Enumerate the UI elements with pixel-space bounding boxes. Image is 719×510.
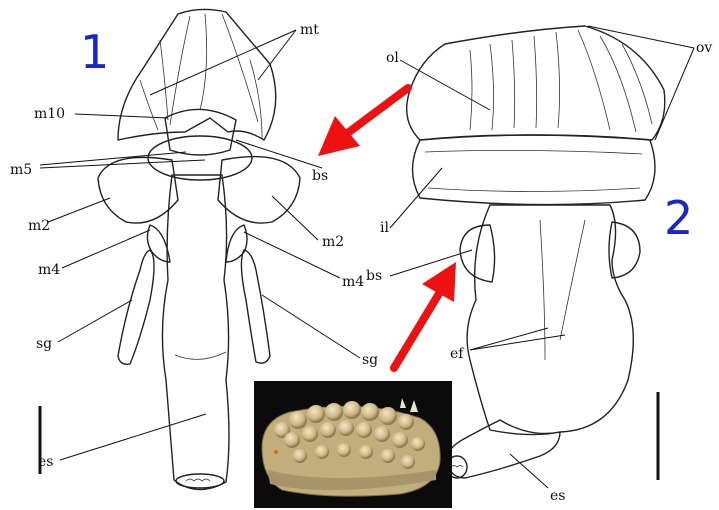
oral-tube: [118, 9, 276, 140]
m2-muscle-right: [218, 157, 300, 223]
label-m10: m10: [34, 106, 65, 122]
label-il: il: [380, 220, 389, 236]
label-mt: mt: [300, 22, 319, 38]
esophagus-fig1: [162, 175, 229, 490]
figure-number-2: 2: [664, 191, 693, 245]
label-bs-fig1: bs: [312, 168, 328, 184]
stomach-body: [467, 205, 633, 435]
m2-muscle-left: [98, 157, 178, 223]
red-arrow-top: [318, 88, 408, 156]
label-es-fig1: es: [38, 454, 53, 470]
label-ol: ol: [386, 50, 399, 66]
outer-lip: [407, 26, 665, 140]
label-bs-fig2: bs: [366, 268, 382, 284]
buccal-sphincter-fig2-left: [460, 225, 495, 282]
label-es-fig2: es: [550, 488, 565, 504]
salivary-gland-left: [118, 250, 154, 364]
label-ef: ef: [450, 346, 465, 362]
red-arrow-bottom: [394, 262, 456, 368]
label-ov: ov: [696, 40, 712, 56]
esophagus-fig2: [446, 420, 560, 478]
label-m2-left: m2: [28, 218, 50, 234]
salivary-gland-right: [241, 250, 270, 363]
specimen-photo: [254, 381, 452, 508]
inner-lip: [413, 135, 655, 205]
figure-number-1: 1: [80, 25, 109, 79]
label-m5: m5: [10, 162, 32, 178]
label-m4-right: m4: [342, 274, 364, 290]
label-m2-right: m2: [322, 234, 344, 250]
label-sg-right: sg: [362, 352, 378, 368]
label-sg-left: sg: [36, 336, 52, 352]
label-m4-left: m4: [38, 262, 60, 278]
